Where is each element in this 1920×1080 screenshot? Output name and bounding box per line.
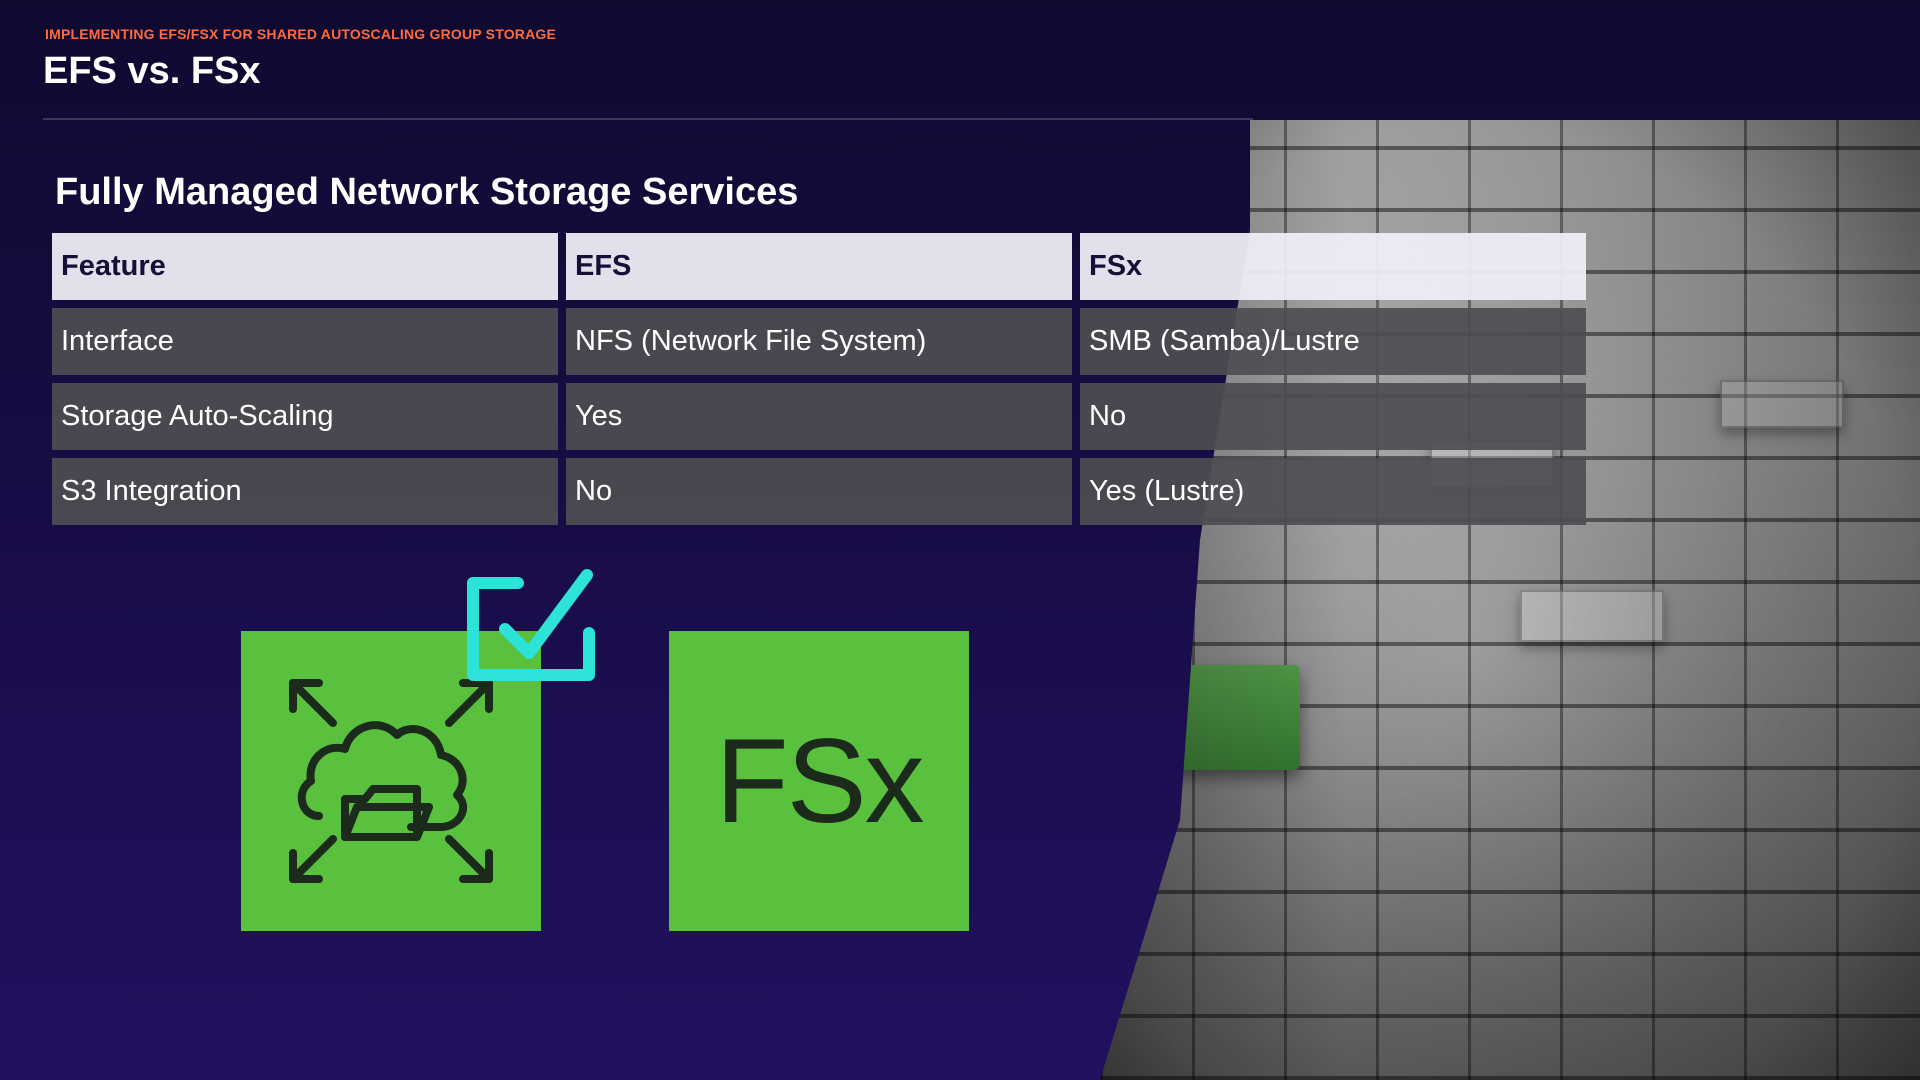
table-cell: No xyxy=(1080,383,1586,450)
slide-title: EFS vs. FSx xyxy=(43,50,261,92)
table-cell: Storage Auto-Scaling xyxy=(52,383,558,450)
table-cell: NFS (Network File System) xyxy=(566,308,1072,375)
table-row: Interface NFS (Network File System) SMB … xyxy=(52,308,1586,375)
table-cell: Yes xyxy=(566,383,1072,450)
table-header-row: Feature EFS FSx xyxy=(52,233,1586,300)
table-cell: S3 Integration xyxy=(52,458,558,525)
fsx-icon-tile: FSx xyxy=(669,631,969,931)
table-header-cell: FSx xyxy=(1080,233,1586,300)
checkmark-icon xyxy=(467,569,595,681)
table-cell: Yes (Lustre) xyxy=(1080,458,1586,525)
header-divider xyxy=(43,118,1253,120)
table-cell: SMB (Samba)/Lustre xyxy=(1080,308,1586,375)
table-cell: No xyxy=(566,458,1072,525)
slide-kicker: IMPLEMENTING EFS/FSX FOR SHARED AUTOSCAL… xyxy=(45,26,557,42)
table-header-cell: EFS xyxy=(566,233,1072,300)
table-row: S3 Integration No Yes (Lustre) xyxy=(52,458,1586,525)
comparison-table: Feature EFS FSx Interface NFS (Network F… xyxy=(52,233,1586,533)
section-title: Fully Managed Network Storage Services xyxy=(55,171,799,213)
table-row: Storage Auto-Scaling Yes No xyxy=(52,383,1586,450)
table-header-cell: Feature xyxy=(52,233,558,300)
fsx-logo-text: FSx xyxy=(715,714,924,848)
cloud-folder-expand-icon xyxy=(289,679,493,883)
table-cell: Interface xyxy=(52,308,558,375)
